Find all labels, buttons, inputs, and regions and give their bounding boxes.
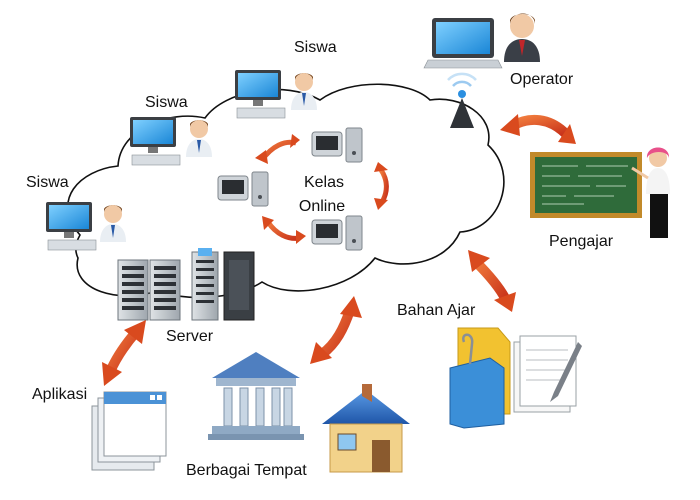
mini-server-bottom [311, 215, 363, 251]
laptop-icon [423, 18, 503, 69]
arrow-operator-pengajar [500, 114, 576, 144]
label-bahan-ajar: Bahan Ajar [397, 302, 476, 319]
teacher-icon [631, 147, 670, 238]
arrow-server-aplikasi [102, 320, 146, 386]
computer-icon [235, 70, 286, 119]
label-operator: Operator [510, 71, 574, 88]
person-icon [291, 73, 317, 110]
building-icon [208, 352, 304, 440]
person-icon [504, 13, 540, 62]
cloud-arrow-1 [255, 134, 300, 164]
person-icon [186, 120, 212, 157]
label-kelas-line2: Online [298, 198, 346, 215]
blackboard-icon [530, 152, 642, 218]
label-siswa-top: Siswa [294, 39, 337, 56]
cloud-arrow-2 [374, 162, 389, 210]
folder-icon [449, 327, 511, 429]
student-computer-mid [130, 117, 212, 166]
app-window-icon [91, 391, 167, 471]
operator-group [423, 13, 540, 69]
mini-server-top [311, 127, 363, 163]
cloud-arrow-3 [262, 216, 306, 244]
label-server: Server [166, 328, 214, 345]
label-siswa-mid: Siswa [145, 94, 188, 111]
person-icon [100, 205, 126, 242]
label-siswa-left: Siswa [26, 174, 69, 191]
label-aplikasi: Aplikasi [32, 386, 88, 403]
label-berbagai-tempat: Berbagai Tempat [186, 462, 307, 479]
mini-server-left [217, 171, 269, 207]
server-icon [117, 248, 255, 321]
document-icon [513, 335, 582, 413]
student-computer-left [46, 202, 126, 251]
antenna-icon [447, 72, 477, 128]
student-computer-top [235, 70, 317, 119]
computer-icon [130, 117, 181, 166]
arrow-cloud-bahanajar [468, 250, 516, 312]
computer-icon [46, 202, 97, 251]
house-icon [322, 384, 410, 473]
label-kelas-line1: Kelas [303, 174, 345, 191]
label-pengajar: Pengajar [549, 233, 614, 250]
arrow-cloud-tempat [310, 296, 362, 364]
